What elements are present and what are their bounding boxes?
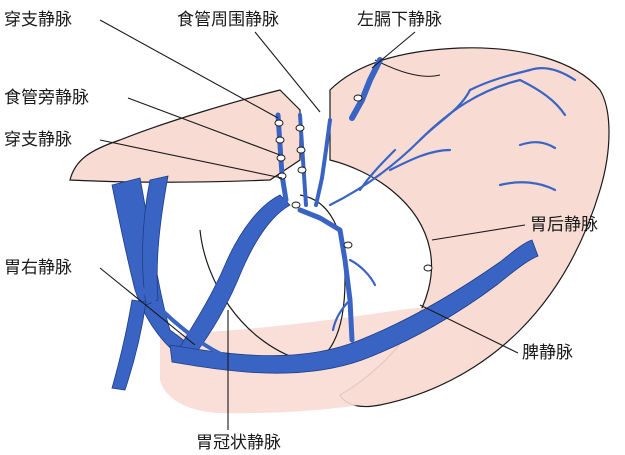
leader-lines <box>99 19 526 430</box>
label-coronary: 胃冠状静脉 <box>196 433 281 453</box>
leader-posterior-gastric <box>431 224 526 241</box>
label-paraesophageal: 食管旁静脉 <box>4 88 89 108</box>
stomach-region <box>329 47 610 408</box>
leader-periesophageal <box>254 31 321 113</box>
label-posterior-gastric: 胃后静脉 <box>530 215 598 235</box>
label-right-gastric: 胃右静脉 <box>4 258 72 278</box>
portal-branch-vein <box>142 175 169 306</box>
leader-perforating-mid <box>99 139 283 179</box>
coronary-vein-shape <box>177 194 291 359</box>
liver-region <box>69 89 301 183</box>
label-perforating-top: 穿支静脉 <box>4 10 72 30</box>
leader-right-gastric <box>99 267 196 346</box>
gastric-branch-network <box>328 66 577 332</box>
phrenic-vein <box>349 57 383 121</box>
leader-perforating-top <box>99 19 279 119</box>
leader-splenic <box>419 304 519 354</box>
periesophageal-vein <box>314 118 332 207</box>
esophageal-rings <box>274 94 433 272</box>
label-left-inferior-phrenic: 左膈下静脉 <box>357 10 442 30</box>
gastric-branch-main <box>297 207 355 343</box>
label-periesophageal: 食管周围静脉 <box>177 10 279 30</box>
right-gastric-vein <box>133 278 272 370</box>
leader-left-inferior-phrenic <box>371 31 416 69</box>
inferior-trunk-vein <box>111 299 147 391</box>
label-perforating-mid: 穿支静脉 <box>4 130 72 150</box>
splenic-vein-shape <box>169 239 539 374</box>
leader-paraesophageal <box>127 97 281 156</box>
label-splenic: 脾静脉 <box>522 343 573 363</box>
